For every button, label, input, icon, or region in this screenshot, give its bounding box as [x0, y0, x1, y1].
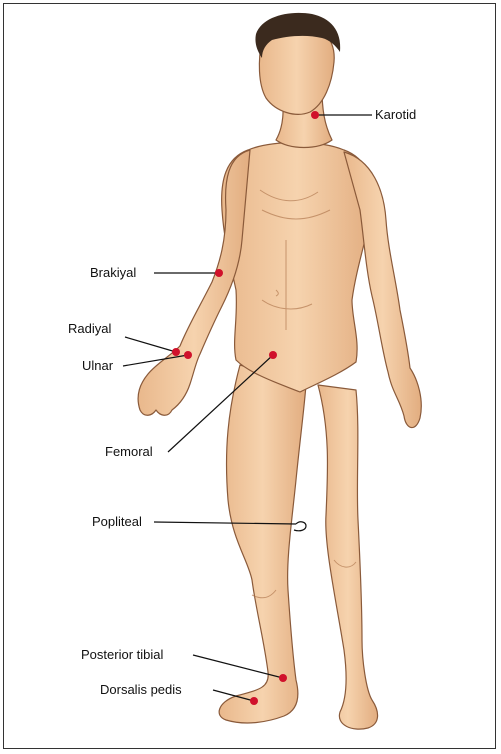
pulse-point-karotid: [311, 111, 319, 119]
leader-radiyal: [125, 337, 176, 352]
label-posterior-tibial: Posterior tibial: [81, 647, 163, 662]
label-ulnar: Ulnar: [82, 358, 113, 373]
label-radiyal: Radiyal: [68, 321, 111, 336]
body-silhouette: [138, 22, 421, 729]
label-karotid: Karotid: [375, 107, 416, 122]
label-popliteal: Popliteal: [92, 514, 142, 529]
label-femoral: Femoral: [105, 444, 153, 459]
label-brakiyal: Brakiyal: [90, 265, 136, 280]
pulse-point-dorsalis-pedis: [250, 697, 258, 705]
pulse-point-posterior-tibial: [279, 674, 287, 682]
leader-popliteal-hook: [294, 522, 306, 531]
pulse-point-ulnar: [184, 351, 192, 359]
pulse-point-radiyal: [172, 348, 180, 356]
label-dorsalis-pedis: Dorsalis pedis: [100, 682, 182, 697]
pulse-point-brakiyal: [215, 269, 223, 277]
pulse-point-femoral: [269, 351, 277, 359]
